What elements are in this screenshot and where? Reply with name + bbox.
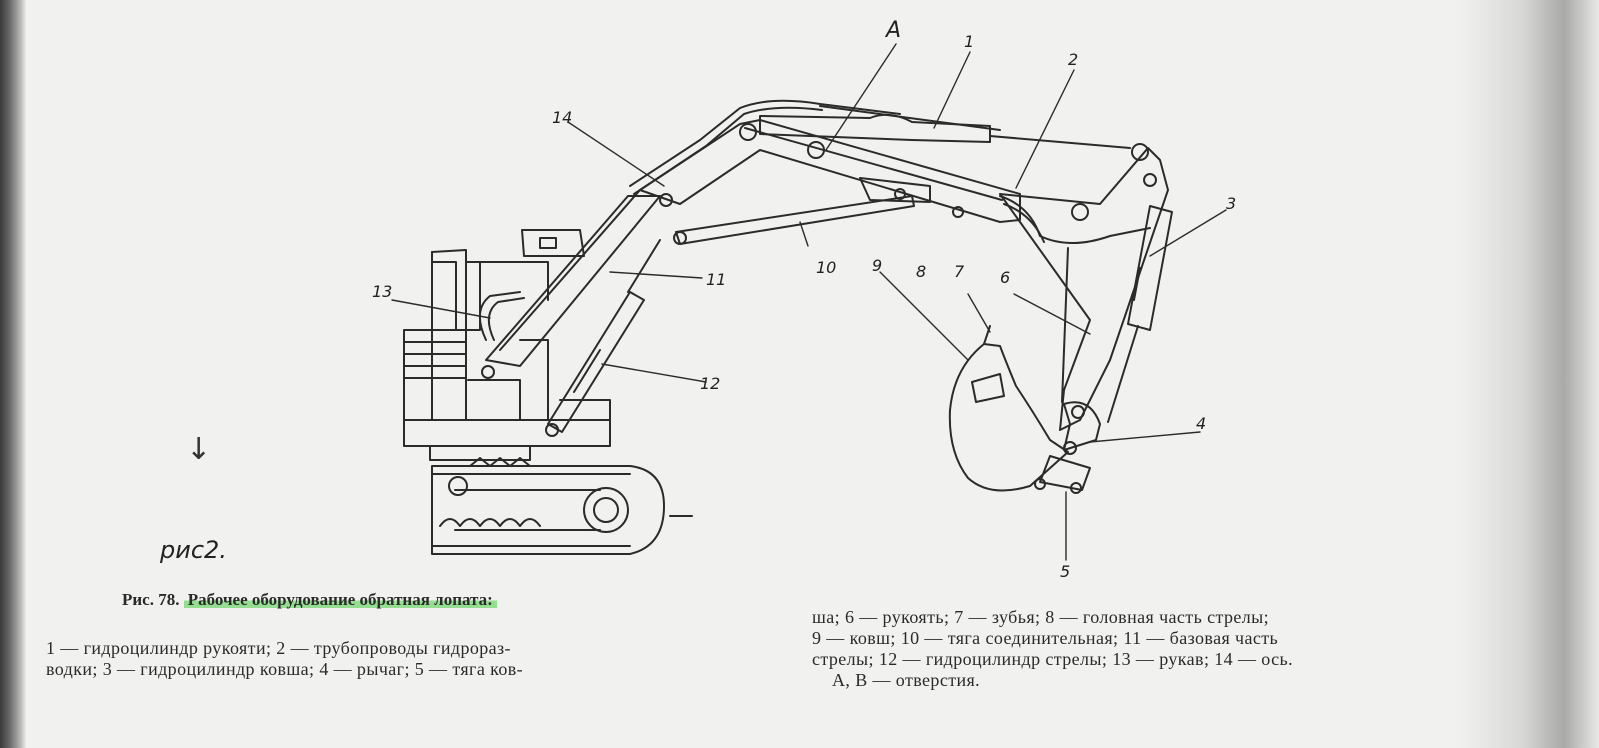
- label-3: 3: [1226, 194, 1237, 213]
- legend-line: ша; 6 — рукоять; 7 — зубья; 8 — головная…: [812, 607, 1270, 627]
- label-9: 9: [872, 256, 883, 275]
- boom-head-part: [639, 119, 1021, 223]
- legend-line: стрелы; 12 — гидроцилиндр стрелы; 13 — р…: [812, 649, 1293, 669]
- label-4: 4: [1196, 414, 1207, 433]
- label-8: 8: [916, 262, 927, 281]
- boom-cylinder: [545, 239, 661, 437]
- excavator-base-machine: [403, 229, 693, 555]
- lever-and-bucket: [948, 325, 1101, 494]
- handwritten-check-mark: ↓: [186, 432, 212, 467]
- scan-shadow-right: [1459, 0, 1599, 748]
- legend-line: 9 — ковш; 10 — тяга соединительная; 11 —…: [812, 628, 1279, 648]
- arm-cylinder: [759, 105, 1131, 149]
- label-a: A: [886, 18, 902, 43]
- boom-base-part: [479, 189, 673, 379]
- label-12: 12: [700, 374, 721, 393]
- legend-line: 1 — гидроцилиндр рукояти; 2 — трубопрово…: [46, 638, 511, 658]
- figure-caption: Рис. 78. Рабочее оборудование обратная л…: [122, 590, 497, 610]
- scan-shadow-left: [0, 0, 26, 748]
- figure-number: Рис. 78.: [122, 590, 180, 609]
- handwritten-note: рис2.: [160, 536, 227, 564]
- legend-left-column: 1 — гидроцилиндр рукояти; 2 — трубопрово…: [46, 638, 786, 680]
- figure-title: Рабочее оборудование обратная лопата:: [183, 590, 497, 609]
- bucket-cylinder: [1107, 205, 1173, 423]
- label-13: 13: [372, 282, 393, 301]
- label-7: 7: [954, 262, 965, 281]
- legend-line: А, В — отверстия.: [832, 670, 981, 690]
- label-6: 6: [1000, 268, 1011, 287]
- label-14: 14: [552, 108, 573, 127]
- label-10: 10: [816, 258, 837, 277]
- label-2: 2: [1068, 50, 1079, 69]
- legend-line: водки; 3 — гидроцилиндр ковша; 4 — рычаг…: [46, 659, 524, 679]
- arm: [999, 143, 1169, 431]
- label-5: 5: [1060, 562, 1071, 581]
- leader-lines: [391, 43, 1227, 561]
- legend-right-column: ша; 6 — рукоять; 7 — зубья; 8 — головная…: [812, 607, 1572, 691]
- label-11: 11: [706, 270, 727, 289]
- hydraulic-pipelines: [629, 99, 1151, 244]
- label-1: 1: [964, 32, 975, 51]
- connecting-rod: [673, 195, 915, 245]
